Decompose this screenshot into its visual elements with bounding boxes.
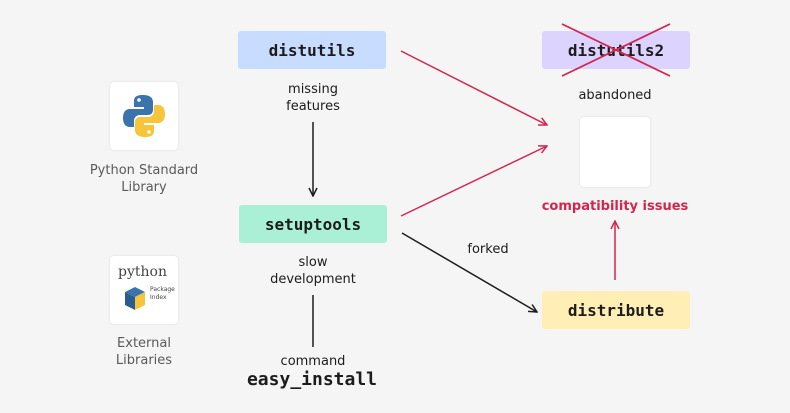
- pypi-logo-icon: python Package Index: [116, 264, 175, 318]
- missing-features-line-2: features: [286, 99, 340, 114]
- arrow-distutils-to-compatibility: [400, 50, 547, 125]
- abandoned-label: abandoned: [578, 88, 652, 103]
- compatibility-card: [580, 117, 650, 187]
- distutils-node-label: distutils: [268, 40, 356, 60]
- command-label: command: [280, 354, 346, 369]
- pypi-logo-text: python: [118, 264, 167, 280]
- pypi-logo-card: python Package Index: [110, 256, 178, 324]
- crossed-out-icon: [561, 23, 671, 77]
- missing-features-line-1: missing: [288, 82, 338, 97]
- external-label-line-1: External: [117, 336, 171, 351]
- distribute-node-label: distribute: [567, 300, 665, 320]
- python-logo-icon: [123, 95, 165, 137]
- slow-development-label: slow development: [243, 254, 383, 288]
- arrow-setuptools-to-compatibility: [400, 146, 547, 217]
- pypi-logo-small-1: Package: [150, 286, 175, 293]
- distribute-node: distribute: [542, 291, 690, 329]
- distutils-node: distutils: [238, 31, 386, 69]
- arrow-setuptools-to-distribute: [401, 232, 537, 312]
- slow-development-line-1: slow: [298, 255, 328, 270]
- compatibility-issues-label: compatibility issues: [541, 199, 689, 214]
- missing-features-label: missing features: [253, 81, 373, 115]
- python-logo-card: [110, 82, 178, 150]
- setuptools-node: setuptools: [239, 205, 387, 243]
- stdlib-label-line-1: Python Standard: [89, 163, 199, 178]
- easy-install-label: easy_install: [246, 369, 378, 390]
- forked-label: forked: [467, 242, 509, 257]
- stdlib-label-line-2: Library: [121, 180, 167, 195]
- external-label: External Libraries: [84, 335, 204, 369]
- stdlib-label: Python Standard Library: [70, 162, 218, 196]
- pypi-cubes-icon: [125, 287, 145, 310]
- distutils2-node: distutils2: [542, 23, 690, 77]
- setuptools-node-label: setuptools: [264, 214, 362, 234]
- slow-development-line-2: development: [270, 272, 356, 287]
- pypi-logo-small-2: Index: [150, 294, 167, 301]
- external-label-line-2: Libraries: [115, 353, 173, 368]
